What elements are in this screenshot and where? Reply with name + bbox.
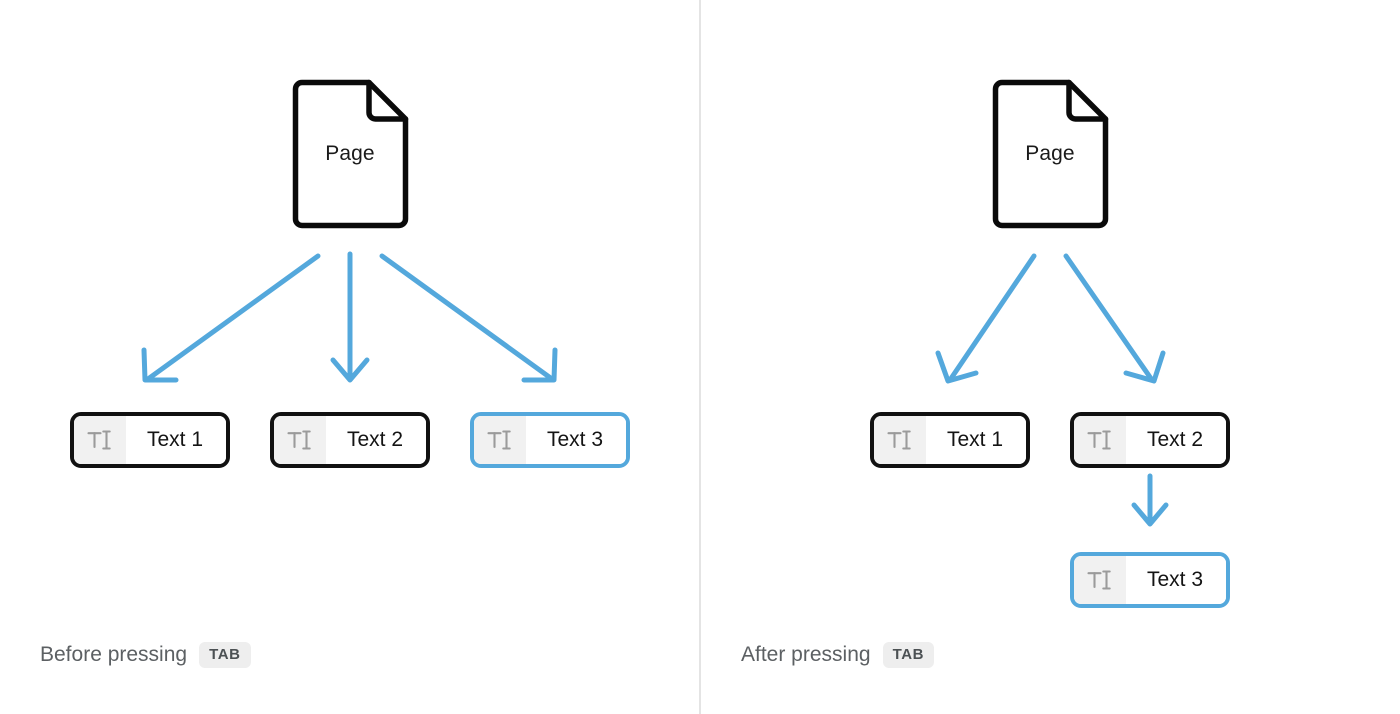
arrow-page-to-text1-right	[935, 253, 1037, 384]
text-node-text2-after[interactable]: Text 2	[1070, 412, 1230, 468]
page-document-icon	[992, 79, 1109, 229]
text-tool-icon	[74, 416, 126, 464]
arrow-page-to-text2-left	[330, 251, 370, 383]
page-document-icon	[292, 79, 409, 229]
text-node-text1-before[interactable]: Text 1	[70, 412, 230, 468]
page-node-before[interactable]: Page	[290, 78, 410, 230]
text-node-text3-before[interactable]: Text 3	[470, 412, 630, 468]
text-node-text1-after[interactable]: Text 1	[870, 412, 1030, 468]
text-node-text3-after[interactable]: Text 3	[1070, 552, 1230, 608]
kbd-tab-badge: TAB	[199, 642, 251, 668]
text-node-label: Text 1	[926, 416, 1026, 464]
arrow-page-to-text3-left	[379, 253, 558, 383]
kbd-tab-badge: TAB	[882, 642, 935, 668]
arrow-text2-to-text3-right	[1131, 473, 1169, 527]
panel-divider	[699, 0, 701, 714]
text-node-label: Text 2	[1126, 416, 1226, 464]
arrow-page-to-text1-left	[141, 253, 321, 383]
text-tool-icon	[1074, 416, 1126, 464]
caption-text: Before pressing	[40, 643, 188, 666]
text-node-label: Text 2	[326, 416, 426, 464]
text-node-label: Text 1	[126, 416, 226, 464]
text-node-label: Text 3	[526, 416, 626, 464]
page-node-after[interactable]: Page	[990, 78, 1110, 230]
text-tool-icon	[274, 416, 326, 464]
page-node-label: Page	[325, 142, 375, 165]
caption-text: After pressing	[741, 643, 871, 666]
text-tool-icon	[474, 416, 526, 464]
text-node-label: Text 3	[1126, 556, 1226, 604]
caption-before: Before pressing TAB	[40, 642, 251, 668]
arrow-page-to-text2-right	[1063, 253, 1166, 384]
text-tool-icon	[1074, 556, 1126, 604]
page-node-label: Page	[1025, 142, 1075, 165]
text-node-text2-before[interactable]: Text 2	[270, 412, 430, 468]
text-tool-icon	[874, 416, 926, 464]
caption-after: After pressing TAB	[741, 642, 935, 668]
